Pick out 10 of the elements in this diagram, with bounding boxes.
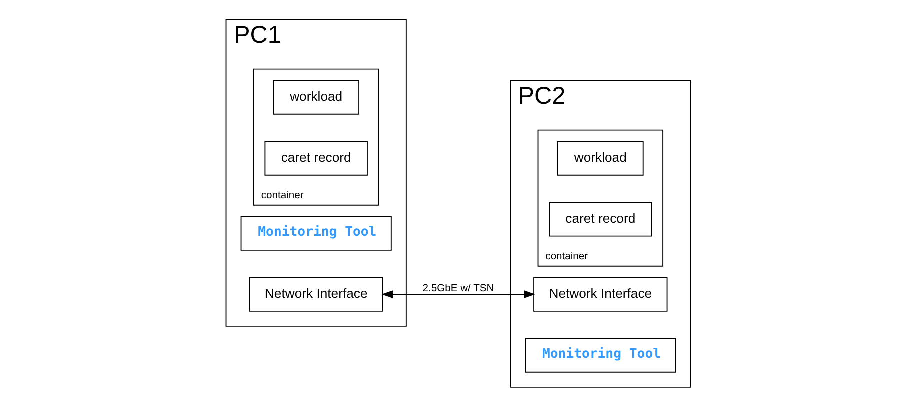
node-box: caret record <box>264 141 368 176</box>
edge-label: 2.5GbE w/ TSN <box>422 284 494 295</box>
node-box: Monitoring Tool <box>525 338 676 373</box>
arrow <box>382 290 536 298</box>
node-box: Network Interface <box>534 277 668 312</box>
node-box: workload <box>558 141 644 176</box>
node-box: caret record <box>549 202 652 237</box>
node-box: Monitoring Tool <box>240 216 392 251</box>
node-box: Network Interface <box>249 277 384 312</box>
node-box: workload <box>273 80 360 115</box>
